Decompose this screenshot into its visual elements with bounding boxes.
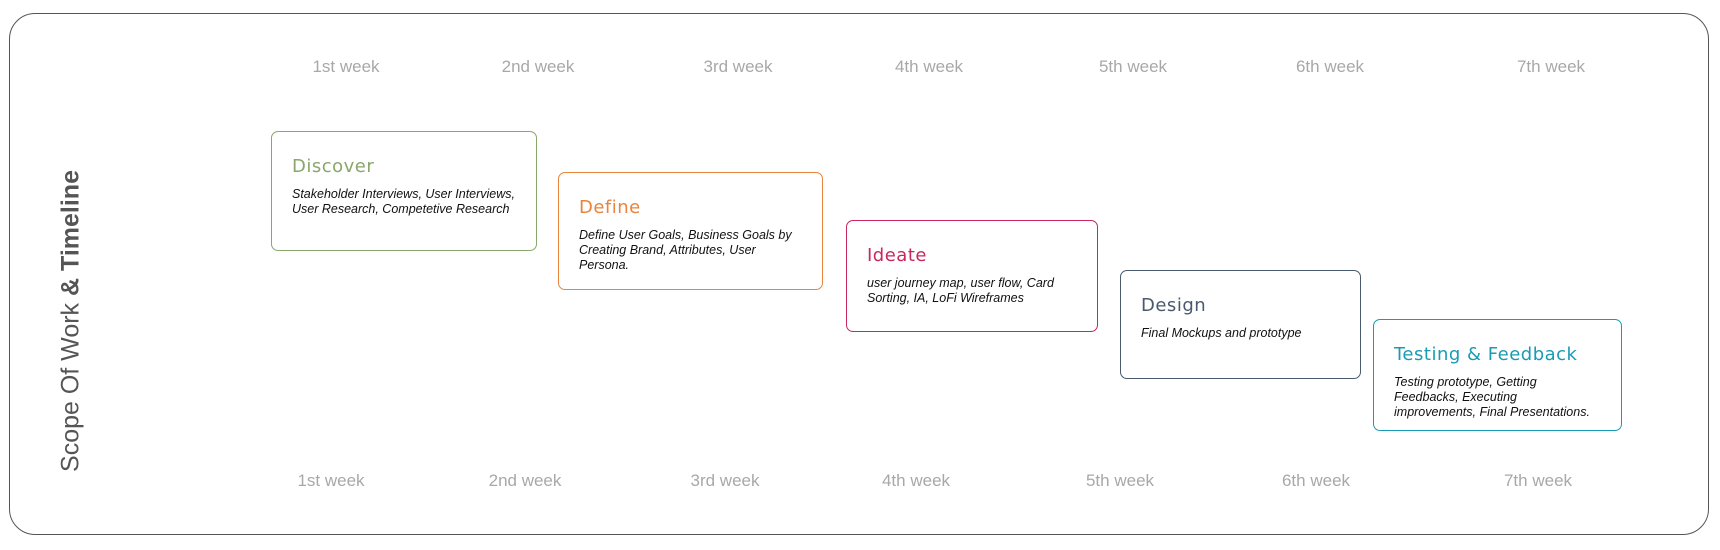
phase-description: Testing prototype, Getting Feedbacks, Ex… [1394,375,1590,419]
phase-card-discover: Discover Stakeholder Interviews, User In… [271,131,537,251]
week-label-bottom: 5th week [1085,471,1155,490]
week-label-bottom: 6th week [1281,471,1351,490]
week-label-bottom: 2nd week [488,471,562,490]
week-label-top: 4th week [894,57,964,76]
week-label-top: 6th week [1295,57,1365,76]
phase-card-testing-feedback: Testing & Feedback Testing prototype, Ge… [1373,319,1622,431]
week-label-bottom: 7th week [1503,471,1573,490]
timeline-frame [9,13,1709,535]
title-regular: Scope Of Work [56,295,85,472]
phase-title: Ideate [867,245,927,266]
phase-card-design: Design Final Mockups and prototype [1120,270,1361,379]
phase-title: Design [1141,295,1207,316]
page-title: Scope Of Work & Timeline [57,170,86,472]
week-label-top: 3rd week [703,57,773,76]
week-label-bottom: 4th week [881,471,951,490]
phase-description: Stakeholder Interviews, User Interviews,… [292,187,516,216]
week-label-bottom: 1st week [297,471,365,490]
week-label-top: 2nd week [501,57,575,76]
phase-description: Define User Goals, Business Goals by Cre… [579,228,792,272]
phase-title: Discover [292,156,375,177]
phase-description: Final Mockups and prototype [1141,326,1302,340]
phase-title: Testing & Feedback [1394,344,1578,365]
week-label-top: 5th week [1098,57,1168,76]
week-label-bottom: 3rd week [690,471,760,490]
phase-title: Define [579,197,641,218]
phase-card-define: Define Define User Goals, Business Goals… [558,172,823,290]
week-label-top: 7th week [1516,57,1586,76]
week-label-top: 1st week [312,57,380,76]
title-bold: & Timeline [56,170,85,296]
phase-card-ideate: Ideate user journey map, user flow, Card… [846,220,1098,332]
phase-description: user journey map, user flow, Card Sortin… [867,276,1054,305]
